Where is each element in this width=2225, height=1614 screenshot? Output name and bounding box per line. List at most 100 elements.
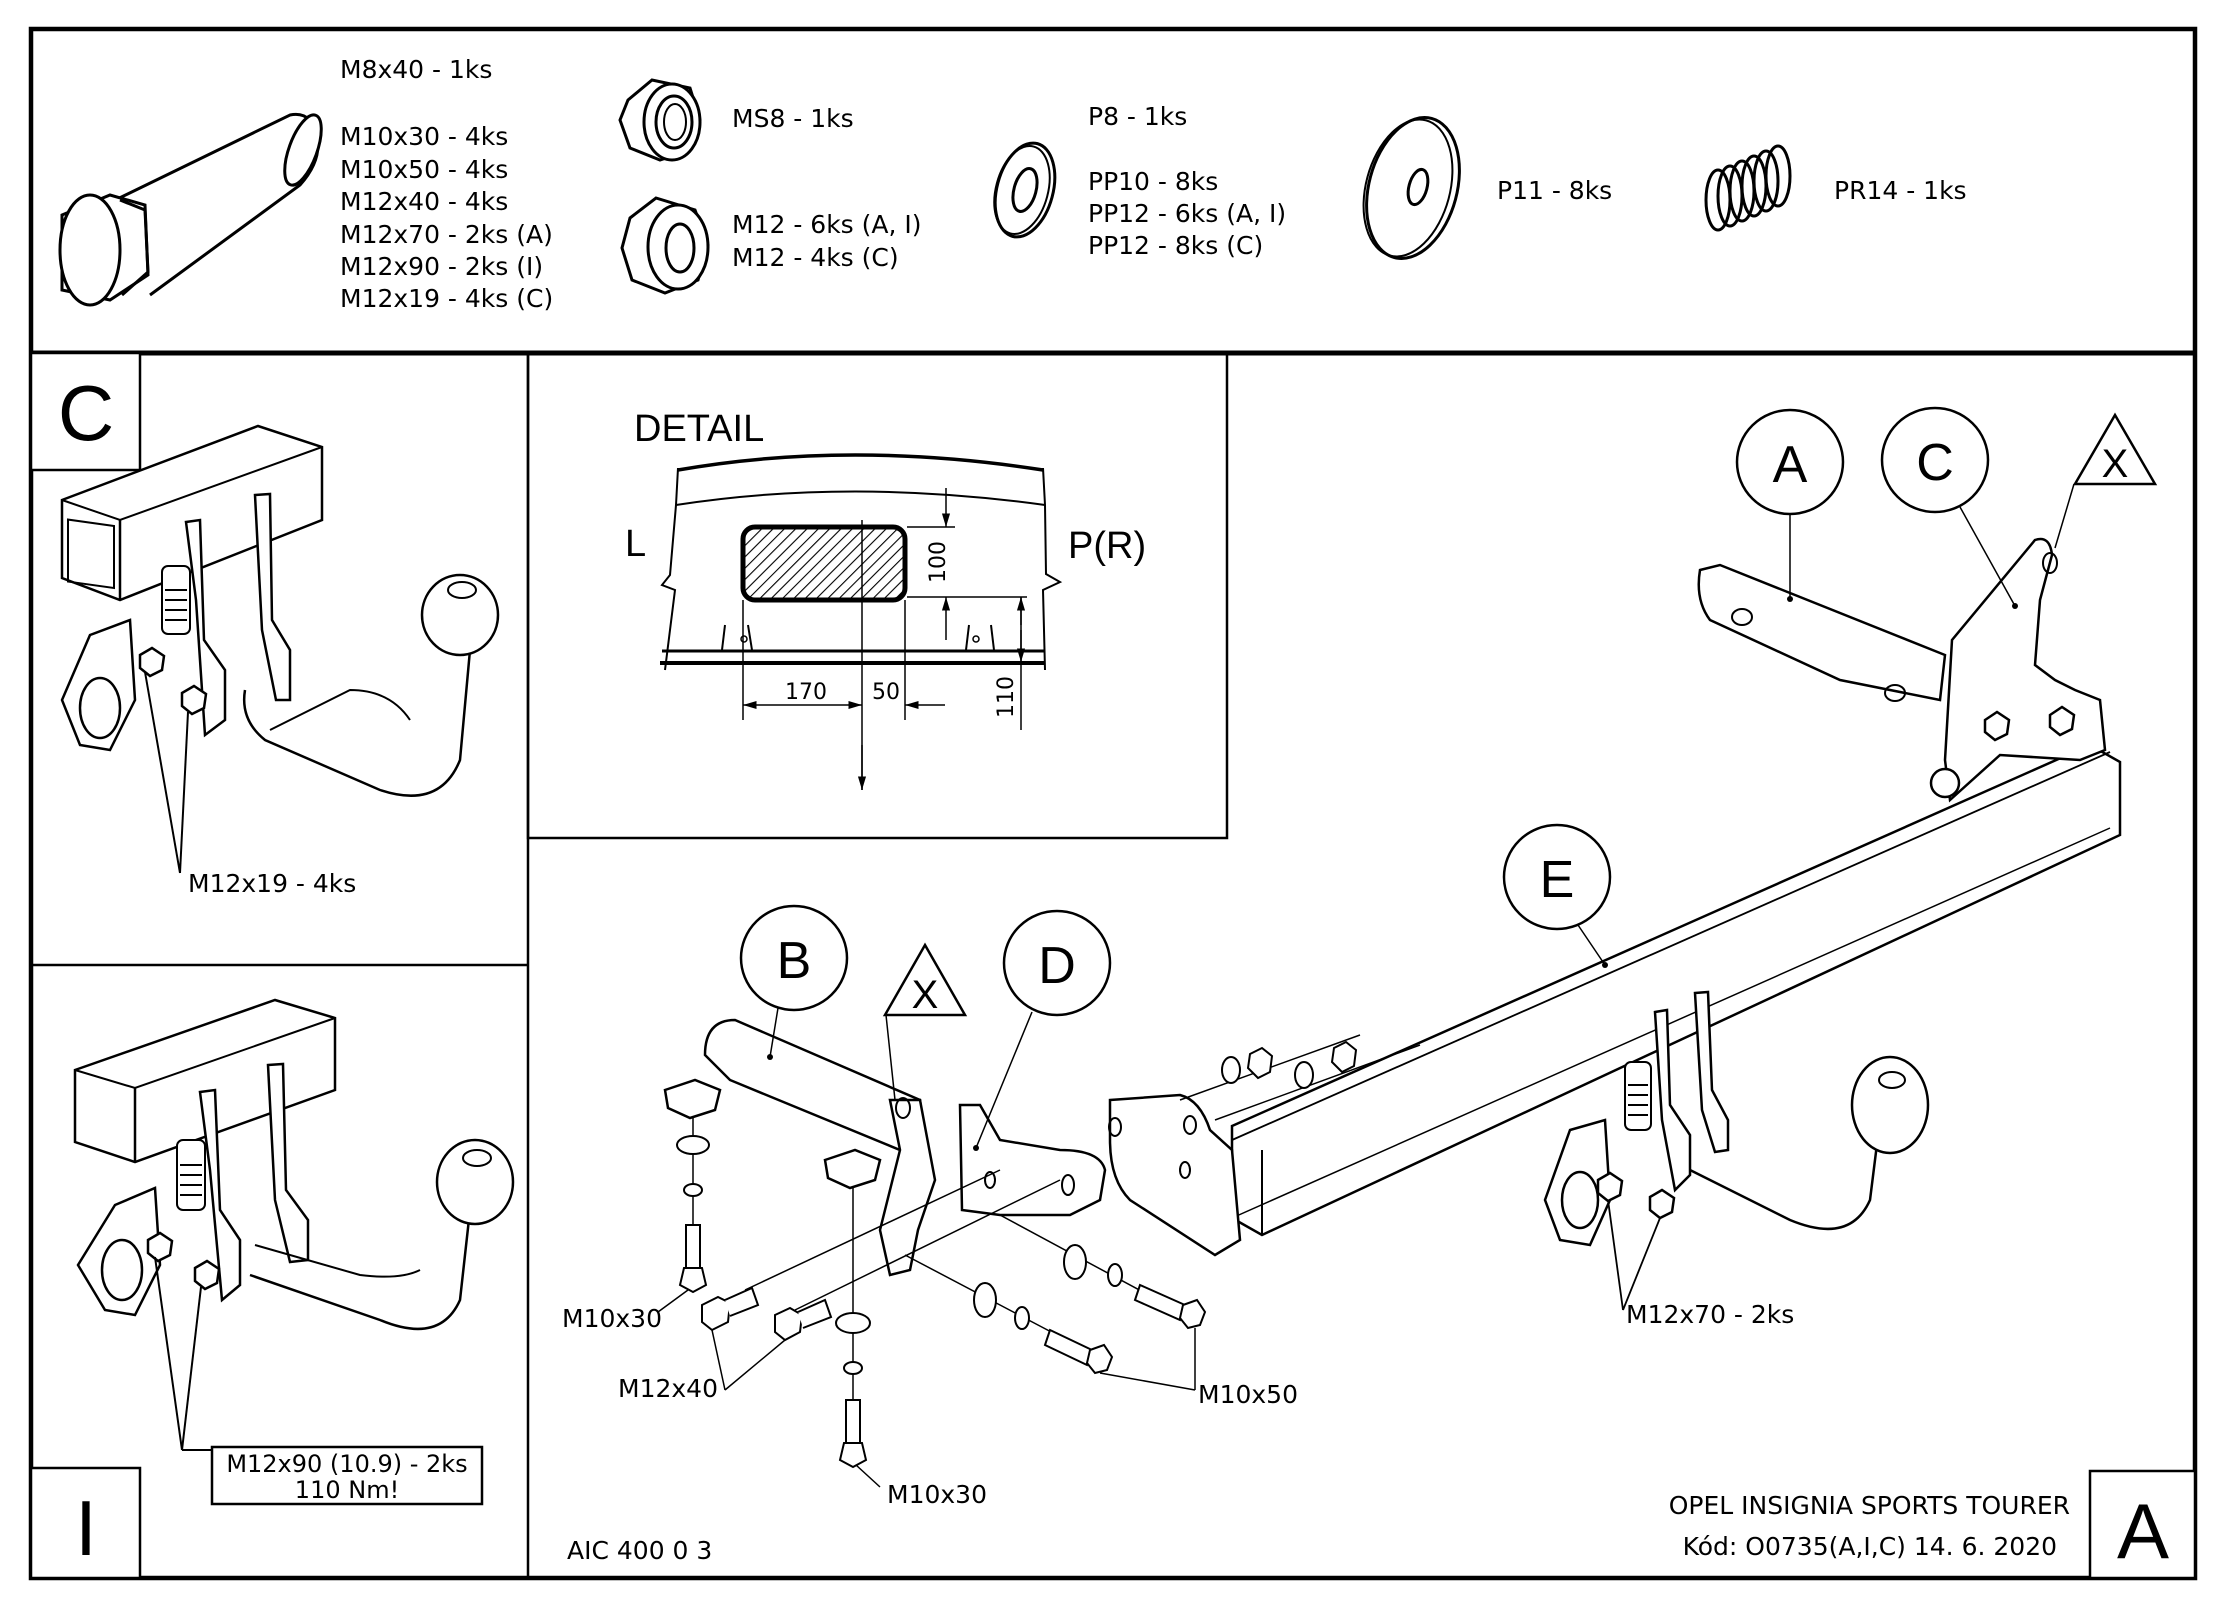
washer-icon	[835, 1312, 871, 1334]
bumper-outline	[660, 453, 1063, 671]
part-balloon-e: E	[1502, 823, 1612, 968]
washer-icon	[1294, 1061, 1314, 1089]
part-b-label: B	[777, 932, 812, 990]
warning-marker-x-lower: X	[882, 942, 968, 1101]
bolt-line: M10x30 - 4ks	[340, 122, 508, 151]
bolt-head-icon	[1178, 1298, 1207, 1330]
lock-nut-icon	[618, 78, 702, 162]
washer-icon	[1107, 1263, 1123, 1287]
exploded-view: A C X B X D E	[562, 406, 2158, 1509]
lock-nut-label: MS8 - 1ks	[732, 104, 854, 133]
bracket-c	[1929, 537, 2107, 803]
panel-i-label: I	[75, 1484, 97, 1572]
bolt-head-icon	[678, 1267, 708, 1294]
large-washer-label: P11 - 8ks	[1497, 176, 1612, 205]
spring-label: PR14 - 1ks	[1834, 176, 1967, 205]
detail-panel: DETAIL L P(R) 100	[526, 351, 1229, 840]
washer-icon	[676, 1135, 710, 1155]
panel-c-label-box	[29, 351, 142, 472]
washer-label: PP12 - 6ks (A, I)	[1088, 199, 1286, 228]
towbar-fixed-illustration	[73, 998, 515, 1451]
towbar-section-hatched	[740, 524, 908, 603]
part-balloon-b: B	[739, 904, 849, 1058]
washer-label: P8 - 1ks	[1088, 102, 1187, 131]
bolt-head-icon	[774, 1306, 804, 1342]
large-washer-icon	[1362, 116, 1461, 260]
bolt-line: M12x90 - 2ks (I)	[340, 252, 543, 281]
detail-left-label: L	[625, 523, 646, 565]
bolt-line: M10x50 - 4ks	[340, 155, 508, 184]
bracket-b	[663, 1018, 937, 1277]
drawing-number: AIC 400 0 3	[567, 1536, 712, 1565]
washer-icon	[843, 1361, 863, 1375]
bolt-head-icon	[838, 1442, 868, 1469]
large-washer-icon	[973, 1282, 997, 1318]
vehicle-name: OPEL INSIGNIA SPORTS TOURER	[1669, 1491, 2070, 1520]
washer-icon	[683, 1183, 703, 1197]
washer-label: PP10 - 8ks	[1088, 167, 1218, 196]
bolt-head-icon	[701, 1295, 732, 1332]
crossbar-e	[1108, 743, 2122, 1257]
spring-icon	[1704, 144, 1792, 232]
washer-icon	[1221, 1056, 1241, 1084]
nut-icon	[1330, 1040, 1358, 1074]
hex-bolt-icon	[58, 112, 323, 307]
bolt-head-icon	[1596, 1171, 1624, 1203]
panel-i-label-box	[29, 1466, 142, 1580]
warning-marker-label: X	[912, 973, 939, 1017]
bolt-head-icon	[146, 1231, 174, 1263]
bolt-line: M12x40 - 4ks	[340, 187, 508, 216]
warning-marker-x-upper: X	[2054, 412, 2158, 549]
washer-label: PP12 - 8ks (C)	[1088, 231, 1263, 260]
towbar-detachable-illustration	[60, 424, 500, 874]
variant-label-box	[2088, 1469, 2197, 1580]
panel-i: M12x90 (10.9) - 2ks 110 Nm! I	[29, 998, 515, 1580]
callout-m10x30-left: M10x30	[562, 1304, 662, 1333]
part-balloon-c: C	[1880, 406, 2016, 607]
torque-callout-line2: 110 Nm!	[295, 1476, 399, 1504]
bolt-quantity-list: M8x40 - 1ks M10x30 - 4ks M10x50 - 4ks M1…	[340, 55, 553, 313]
part-balloon-a: A	[1735, 408, 1845, 599]
bolt-line: M12x70 - 2ks (A)	[340, 220, 553, 249]
part-d-label: D	[1038, 937, 1076, 995]
bolt-head-icon	[193, 1259, 221, 1291]
variant-label: A	[2117, 1487, 2169, 1575]
bolts-m10x50	[904, 1214, 1207, 1391]
vertical-fastener-stack-left	[657, 1118, 710, 1313]
vertical-fastener-stack-center	[835, 1188, 881, 1488]
hex-nut-label: M12 - 6ks (A, I)	[732, 210, 922, 239]
part-balloon-d: D	[975, 909, 1112, 1149]
bracket-d	[958, 1103, 1107, 1217]
title-block: AIC 400 0 3 OPEL INSIGNIA SPORTS TOURER …	[567, 1469, 2197, 1580]
bolt-head-icon	[1085, 1343, 1114, 1375]
dim-left-value: 170	[785, 680, 827, 705]
panel-c-bolt-callout: M12x19 - 4ks	[188, 869, 356, 898]
panel-c-label: C	[58, 369, 114, 457]
large-washer-icon	[1063, 1244, 1087, 1280]
nut-icon	[2048, 705, 2076, 737]
towball-assembly	[1543, 990, 1930, 1311]
crossbar-nuts	[1179, 1034, 1421, 1121]
callout-m12x40: M12x40	[618, 1374, 718, 1403]
bolt-head-icon	[180, 684, 208, 716]
hardware-list: M8x40 - 1ks M10x30 - 4ks M10x50 - 4ks M1…	[58, 55, 1967, 313]
washer-icon	[993, 141, 1057, 239]
dimensions: 100 110 170 50	[742, 488, 1027, 790]
detail-right-label: P(R)	[1068, 525, 1146, 567]
callout-m12x70: M12x70 - 2ks	[1626, 1300, 1794, 1329]
panel-c: C	[29, 351, 500, 898]
dim-ground-value: 110	[994, 676, 1019, 718]
detail-title: DETAIL	[634, 408, 764, 450]
torque-callout-box	[210, 1445, 484, 1506]
dim-right-value: 50	[872, 680, 900, 705]
bolt-head-icon	[1648, 1188, 1676, 1220]
part-e-label: E	[1540, 851, 1575, 909]
bolt-line: M8x40 - 1ks	[340, 55, 492, 84]
bracket-a	[1697, 563, 1947, 702]
part-c-label: C	[1916, 434, 1954, 492]
square-plate-icon	[823, 1148, 882, 1190]
callout-m10x50: M10x50	[1198, 1380, 1298, 1409]
bolts-m12x40	[701, 1169, 1061, 1391]
nut-icon	[1246, 1046, 1274, 1080]
